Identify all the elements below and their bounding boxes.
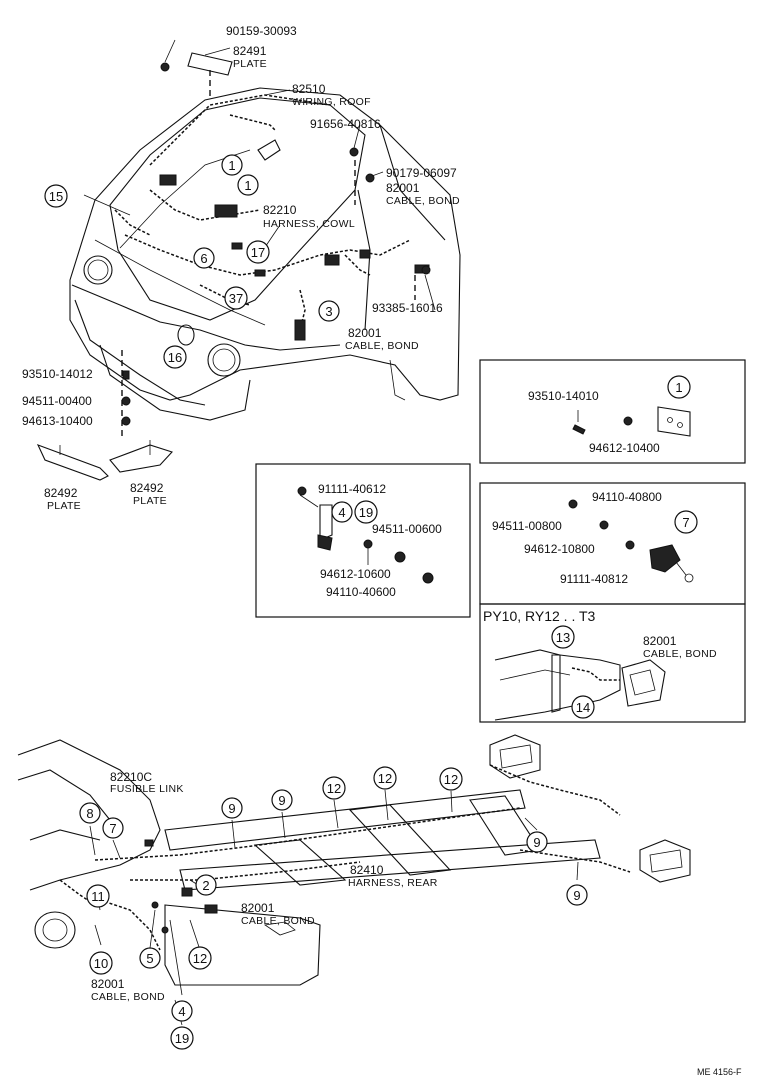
label-82001-lower: 82001 [348,326,382,340]
callout-10: 10 [94,956,108,971]
label-82492-left-name: PLATE [47,500,81,512]
label-91656-40816: 91656-40816 [310,117,381,131]
callout-7b: 7 [109,821,116,836]
drawing-code: ME 4156-F [697,1067,742,1077]
label-82001-variant-name: CABLE, BOND [643,648,717,660]
callout-9b: 9 [278,793,285,808]
callout-15: 15 [49,189,63,204]
label-82491: 82491 [233,44,267,58]
label-93385-16016: 93385-16016 [372,301,443,315]
callout-9a: 9 [228,801,235,816]
label-93510-14012: 93510-14012 [22,367,93,381]
model-variant-header: PY10, RY12 . . T3 [483,608,596,624]
callout-11: 11 [91,889,105,904]
label-93510-14010: 93510-14010 [528,389,599,403]
callout-3: 3 [325,304,332,319]
label-94110-40600: 94110-40600 [326,585,396,599]
callout-1b: 1 [244,178,251,193]
label-82210-name: HARNESS, COWL [263,218,355,230]
label-82001-rear: 82001 [241,901,275,915]
label-82492-right-name: PLATE [133,495,167,507]
label-94110-40800: 94110-40800 [592,490,662,504]
label-94612-10400: 94612-10400 [589,441,660,455]
callout-37: 37 [229,291,243,306]
label-82001-upper-name: CABLE, BOND [386,195,460,207]
label-82001-variant: 82001 [643,634,677,648]
label-82001-lower-name: CABLE, BOND [345,340,419,352]
callout-5: 5 [146,951,153,966]
callout-4: 4 [338,505,345,520]
callout-4b: 4 [178,1004,185,1019]
label-94613-10400: 94613-10400 [22,414,93,428]
callout-2: 2 [202,878,209,893]
rear-frame-illustration [17,734,691,986]
label-82210: 82210 [263,203,297,217]
label-94511-00400: 94511-00400 [22,394,92,408]
callout-16: 16 [168,350,182,365]
callout-17: 17 [251,245,265,260]
label-94511-00800: 94511-00800 [492,519,562,533]
label-91111-40812: 91111-40812 [560,572,628,586]
label-90179-06097: 90179-06097 [386,166,457,180]
label-82001-upper: 82001 [386,181,420,195]
label-82001-bottom: 82001 [91,977,125,991]
label-82491-name: PLATE [233,58,267,70]
label-90159-30093: 90159-30093 [226,24,297,38]
label-82210C: 82210C [110,770,152,784]
callout-9c: 9 [533,835,540,850]
callout-12d: 12 [193,951,207,966]
callout-1-box: 1 [675,380,682,395]
callout-6: 6 [200,251,207,266]
callout-9d: 9 [573,888,580,903]
label-91111-40612: 91111-40612 [318,482,386,496]
detail-box-model-variant [479,603,746,723]
callout-12c: 12 [444,772,458,787]
callout-14: 14 [576,700,590,715]
callout-13: 13 [556,630,570,645]
callout-1a: 1 [228,158,235,173]
label-82492-left: 82492 [44,486,78,500]
label-82410-name: HARNESS, REAR [348,877,438,889]
callout-7a: 7 [682,515,689,530]
callout-8: 8 [86,806,93,821]
label-82410: 82410 [350,863,384,877]
label-82001-bottom-name: CABLE, BOND [91,991,165,1003]
label-82210C-name: FUSIBLE LINK [110,783,184,795]
label-94511-00600: 94511-00600 [372,522,442,536]
label-82510-name: WIRING, ROOF [292,96,371,108]
label-82001-rear-name: CABLE, BOND [241,915,315,927]
label-82510: 82510 [292,82,326,96]
callout-12b: 12 [378,771,392,786]
leader-lines-bottom [89,789,579,1026]
label-94612-10600: 94612-10600 [320,567,391,581]
callout-19b: 19 [175,1031,189,1046]
leader-lines-top [59,39,436,455]
label-82492-right: 82492 [130,481,164,495]
callout-19a: 19 [359,505,373,520]
callout-12a: 12 [327,781,341,796]
detail-box-bracket-1 [479,359,746,464]
label-94612-10800: 94612-10800 [524,542,595,556]
detail-box-bracket-4 [255,463,471,618]
front-cab-illustration [36,52,461,481]
